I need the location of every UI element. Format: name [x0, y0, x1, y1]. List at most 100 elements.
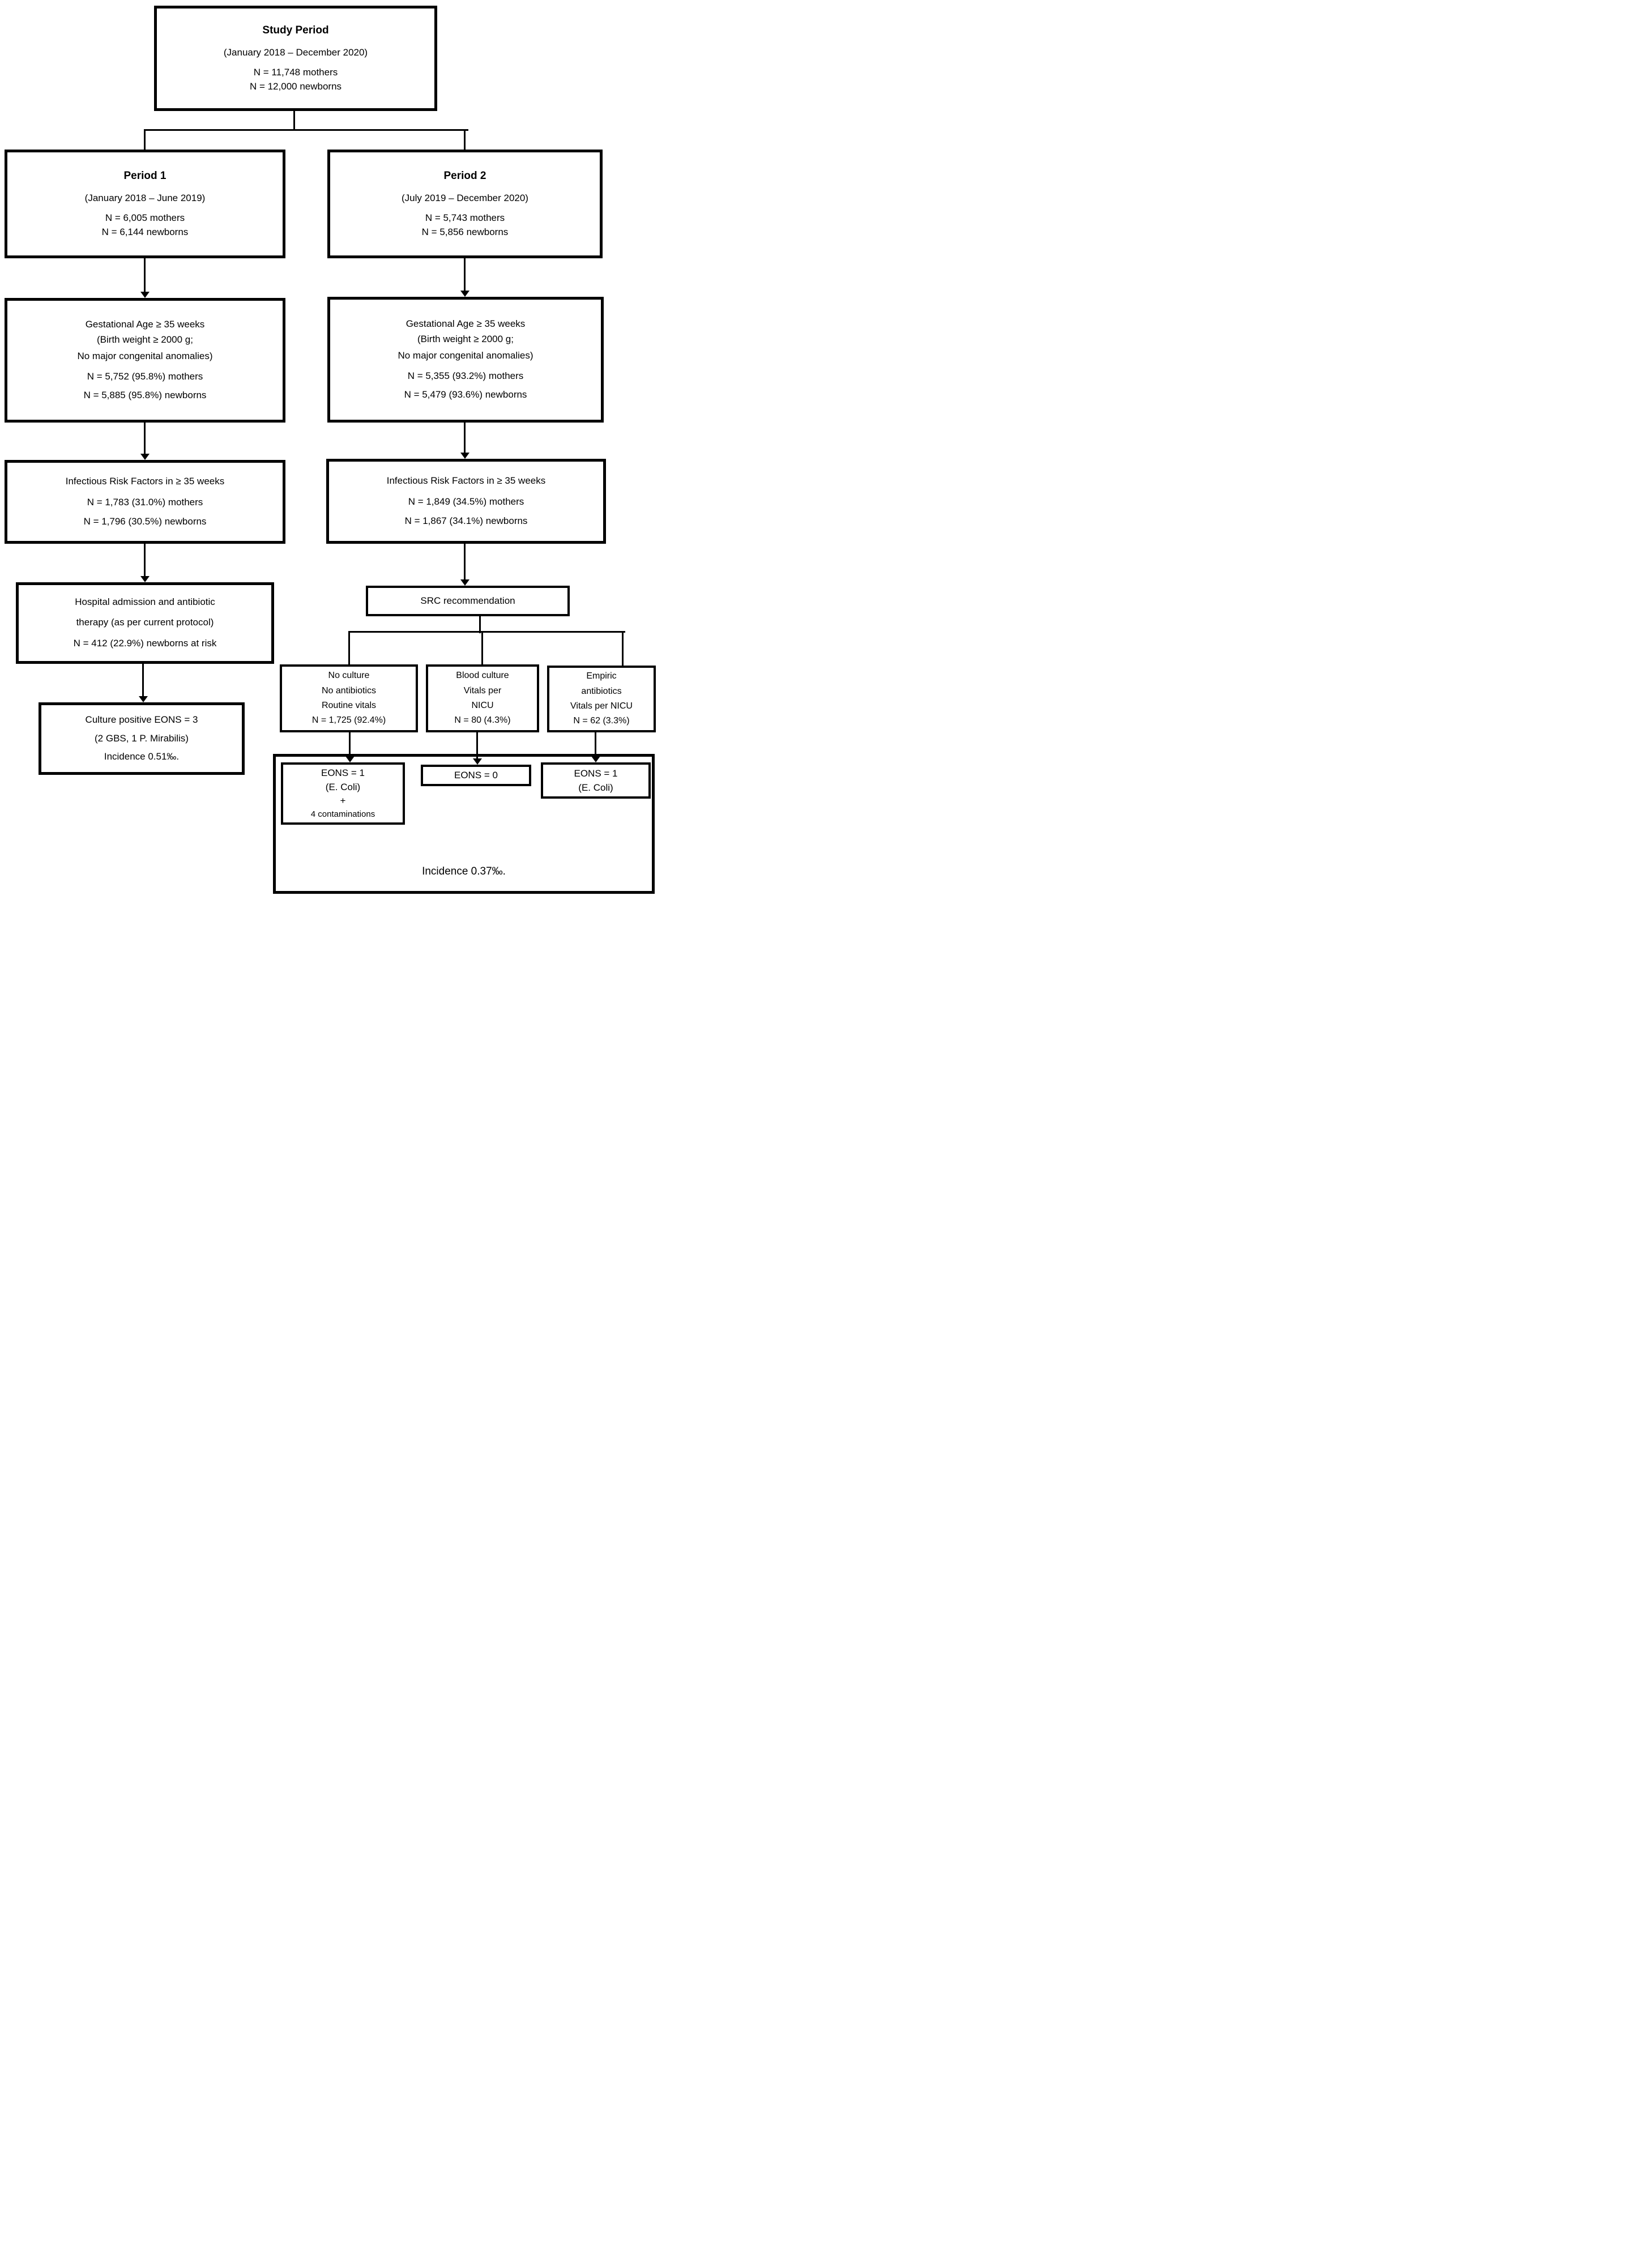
study-flow-diagram: Study Period (January 2018 – December 20… — [0, 0, 661, 897]
connector-gestational1-infectious1 — [144, 423, 146, 454]
connector-period2-gestational2 — [464, 258, 466, 291]
study-period-mothers: N = 11,748 mothers — [253, 67, 338, 78]
no-culture-count: N = 1,725 (92.4%) — [311, 715, 386, 726]
period2-box: Period 2 (July 2019 – December 2020) N =… — [327, 150, 603, 258]
period1-newborns: N = 6,144 newborns — [101, 227, 189, 238]
hospital-newborns-at-risk: N = 412 (22.9%) newborns at risk — [73, 637, 217, 649]
eons-no-culture-line: EONS = 1 — [321, 767, 365, 779]
arrowhead-down-icon — [460, 453, 469, 459]
empiric-line: antibiotics — [581, 686, 622, 696]
infectious2-title: Infectious Risk Factors in ≥ 35 weeks — [386, 475, 546, 486]
arrowhead-down-icon — [140, 576, 150, 582]
period2-newborns: N = 5,856 newborns — [421, 227, 509, 238]
gestational2-line: No major congenital anomalies) — [398, 349, 533, 361]
hospital-line: Hospital admission and antibiotic — [75, 596, 215, 608]
eons-empiric-box: EONS = 1 (E. Coli) — [541, 762, 651, 799]
infectious1-mothers: N = 1,783 (31.0%) mothers — [87, 496, 203, 508]
gestational1-line: Gestational Age ≥ 35 weeks — [85, 318, 205, 330]
gestational1-mothers: N = 5,752 (95.8%) mothers — [87, 371, 203, 382]
culture-positive-line: Culture positive EONS = 3 — [85, 714, 198, 725]
connector-study-down — [293, 111, 295, 130]
period2-mothers: N = 5,743 mothers — [425, 212, 505, 224]
gestational-age-box-period2: Gestational Age ≥ 35 weeks (Birth weight… — [327, 297, 604, 423]
connector-no-culture-eons — [349, 732, 351, 757]
blood-culture-line: Blood culture — [456, 671, 509, 681]
no-culture-branch-box: No culture No antibiotics Routine vitals… — [280, 664, 418, 732]
infectious-risk-box-period2: Infectious Risk Factors in ≥ 35 weeks N … — [326, 459, 606, 544]
infectious1-newborns: N = 1,796 (30.5%) newborns — [83, 516, 207, 527]
blood-culture-branch-box: Blood culture Vitals per NICU N = 80 (4.… — [426, 664, 539, 732]
blood-culture-line: Vitals per — [463, 685, 502, 696]
connector-drop-period1 — [144, 129, 146, 150]
no-culture-line: No antibiotics — [321, 685, 377, 696]
culture-positive-organisms: (2 GBS, 1 P. Mirabilis) — [95, 732, 189, 744]
connector-period1-gestational1 — [144, 258, 146, 292]
blood-culture-line: NICU — [471, 701, 494, 710]
connector-hospital-culture — [142, 664, 144, 697]
empiric-line: Empiric — [586, 671, 617, 681]
eons-empiric-line: EONS = 1 — [574, 767, 618, 779]
empiric-line: Vitals per NICU — [570, 701, 633, 711]
arrowhead-down-icon — [140, 292, 150, 298]
eons-no-culture-line: + — [340, 795, 346, 807]
arrowhead-down-icon — [460, 291, 469, 297]
connector-infectious1-hospital — [144, 544, 146, 577]
infectious2-mothers: N = 1,849 (34.5%) mothers — [408, 496, 524, 507]
period2-incidence-total: Incidence 0.37‰. — [422, 865, 506, 877]
connector-blood-culture-eons — [476, 732, 478, 759]
infectious2-newborns: N = 1,867 (34.1%) newborns — [404, 515, 528, 527]
period1-box: Period 1 (January 2018 – June 2019) N = … — [5, 150, 285, 258]
connector-drop-empiric — [622, 631, 624, 666]
eons-no-culture-box: EONS = 1 (E. Coli) + 4 contaminations — [281, 762, 405, 825]
connector-src-down — [479, 616, 481, 633]
period1-title: Period 1 — [123, 169, 167, 182]
infectious1-title: Infectious Risk Factors in ≥ 35 weeks — [65, 475, 225, 487]
eons-no-culture-line: (E. Coli) — [325, 781, 361, 792]
study-period-dates: (January 2018 – December 2020) — [223, 47, 368, 58]
no-culture-line: No culture — [328, 671, 370, 681]
src-recommendation-box: SRC recommendation — [366, 586, 570, 616]
arrowhead-down-icon — [140, 454, 150, 460]
infectious-risk-box-period1: Infectious Risk Factors in ≥ 35 weeks N … — [5, 460, 285, 544]
study-period-title: Study Period — [262, 24, 329, 36]
study-period-newborns: N = 12,000 newborns — [249, 81, 342, 92]
no-culture-line: Routine vitals — [321, 701, 377, 710]
period1-dates: (January 2018 – June 2019) — [84, 193, 206, 204]
connector-src-split-bar — [348, 631, 625, 633]
culture-positive-eons-box: Culture positive EONS = 3 (2 GBS, 1 P. M… — [39, 702, 245, 775]
empiric-antibiotics-branch-box: Empiric antibiotics Vitals per NICU N = … — [547, 666, 656, 732]
hospital-admission-box: Hospital admission and antibiotic therap… — [16, 582, 274, 664]
gestational2-line: Gestational Age ≥ 35 weeks — [405, 318, 526, 329]
culture-positive-incidence: Incidence 0.51‰. — [104, 751, 180, 762]
eons-blood-culture-line: EONS = 0 — [454, 769, 498, 781]
arrowhead-down-icon — [460, 579, 469, 586]
src-recommendation-label: SRC recommendation — [420, 595, 515, 606]
connector-infectious2-src — [464, 544, 466, 580]
eons-empiric-line: (E. Coli) — [578, 782, 613, 793]
connector-drop-no-culture — [348, 631, 350, 664]
connector-drop-period2 — [464, 129, 466, 150]
blood-culture-count: N = 80 (4.3%) — [454, 715, 511, 726]
connector-study-split-bar — [144, 129, 468, 131]
connector-drop-blood-culture — [481, 631, 483, 664]
arrowhead-down-icon — [473, 758, 482, 765]
eons-no-culture-contaminations: 4 contaminations — [310, 809, 375, 820]
study-period-box: Study Period (January 2018 – December 20… — [154, 6, 437, 111]
gestational1-line: (Birth weight ≥ 2000 g; — [97, 334, 193, 345]
gestational2-newborns: N = 5,479 (93.6%) newborns — [404, 389, 527, 400]
gestational1-line: No major congenital anomalies) — [77, 350, 213, 361]
period2-title: Period 2 — [443, 169, 486, 182]
arrowhead-down-icon — [139, 696, 148, 702]
period2-dates: (July 2019 – December 2020) — [402, 193, 528, 204]
gestational1-newborns: N = 5,885 (95.8%) newborns — [83, 390, 207, 401]
gestational2-line: (Birth weight ≥ 2000 g; — [417, 333, 514, 344]
eons-blood-culture-box: EONS = 0 — [421, 765, 531, 786]
connector-gestational2-infectious2 — [464, 423, 466, 453]
hospital-line: therapy (as per current protocol) — [76, 617, 214, 628]
arrowhead-down-icon — [345, 756, 355, 762]
connector-empiric-eons — [595, 732, 596, 757]
period1-mothers: N = 6,005 mothers — [105, 212, 185, 224]
empiric-count: N = 62 (3.3%) — [573, 716, 630, 726]
arrowhead-down-icon — [591, 756, 600, 762]
gestational2-mothers: N = 5,355 (93.2%) mothers — [407, 370, 524, 382]
